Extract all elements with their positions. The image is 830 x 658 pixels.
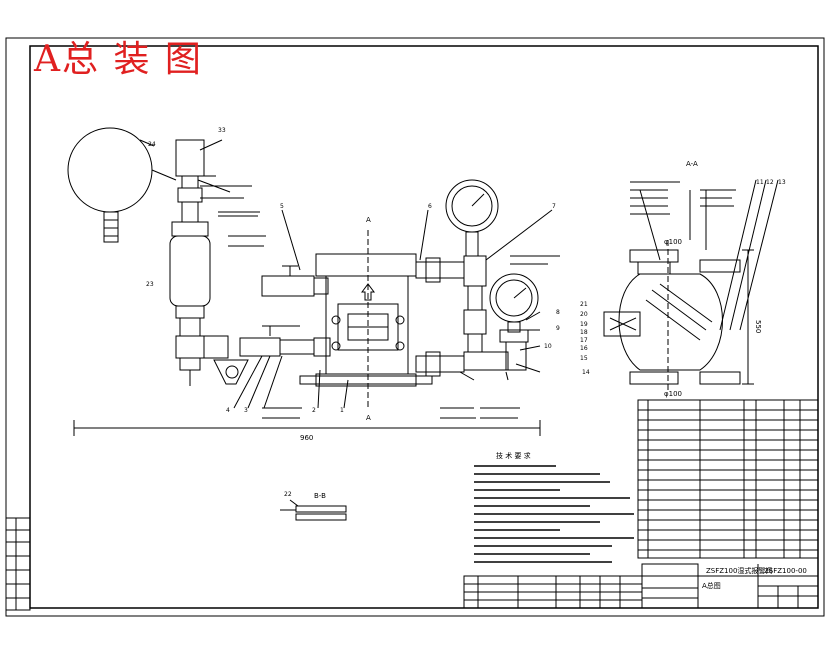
callout-11: 11	[756, 179, 764, 186]
flange-bottom-dim: φ100	[664, 390, 682, 398]
callout-14: 14	[582, 369, 590, 376]
drawing-name: ZSFZ100湿式报警阀	[706, 566, 772, 575]
callout-24: 24	[148, 141, 156, 148]
pressure-gauge-upper	[445, 179, 499, 257]
callout-22: 22	[284, 491, 292, 498]
overall-dimension	[73, 420, 541, 436]
overall-dimension-value: 960	[300, 434, 313, 442]
section-label-aa: A-A	[686, 160, 698, 168]
drawing-inner-frame	[29, 45, 819, 609]
callout-33: 33	[218, 127, 226, 134]
riser-pipe-assembly	[169, 139, 231, 386]
callout-23: 23	[146, 281, 154, 288]
callout-15: 15	[580, 355, 588, 362]
callout-17: 17	[580, 337, 588, 344]
callout-10: 10	[544, 343, 552, 350]
callout-12: 12	[766, 179, 774, 186]
left-margin-table	[5, 517, 31, 611]
tech-requirements-title: 技 术 要 求	[496, 451, 531, 460]
drawing-outer-frame	[5, 37, 825, 617]
upper-test-pipe	[261, 265, 329, 297]
callout-7: 7	[552, 203, 556, 210]
detail-bb	[289, 499, 347, 521]
callout-5: 5	[280, 203, 284, 210]
callout-16: 16	[580, 345, 588, 352]
section-view-aa	[603, 240, 754, 392]
view-marker-bottom: A	[366, 414, 371, 422]
main-leaders	[139, 139, 553, 409]
section-leaders	[639, 179, 779, 331]
callout-9: 9	[556, 325, 560, 332]
callout-3: 3	[244, 407, 248, 414]
callout-19: 19	[580, 321, 588, 328]
tech-requirements-lines	[474, 465, 634, 563]
view-marker-top: A	[366, 216, 371, 224]
callout-2: 2	[312, 407, 316, 414]
title-block	[463, 563, 819, 609]
parts-list-table	[637, 399, 819, 559]
callout-20: 20	[580, 311, 588, 318]
callout-21: 21	[580, 301, 588, 308]
callout-4: 4	[226, 407, 230, 414]
flange-top-dim: φ100	[664, 238, 682, 246]
pressure-gauge-lower	[489, 273, 539, 333]
callout-8: 8	[556, 309, 560, 316]
lower-drain-pipe	[203, 325, 331, 385]
callout-1: 1	[340, 407, 344, 414]
callout-18: 18	[580, 329, 588, 336]
callout-numbers: 24 33 23 5 6 7 4 3 2 1 8 9 10 14 11 12 1…	[146, 127, 786, 498]
callout-13: 13	[778, 179, 786, 186]
annotation-text-marks	[200, 181, 736, 511]
sub-name: A总图	[702, 581, 721, 590]
detail-label-bb: B-B	[314, 492, 326, 500]
drawing-title: A总 装 图	[34, 39, 203, 80]
drawing-number: ZSFZ100-00	[764, 567, 807, 575]
pressure-gauge-24	[67, 127, 177, 243]
body-height-value: 550	[754, 320, 762, 333]
callout-6: 6	[428, 203, 432, 210]
